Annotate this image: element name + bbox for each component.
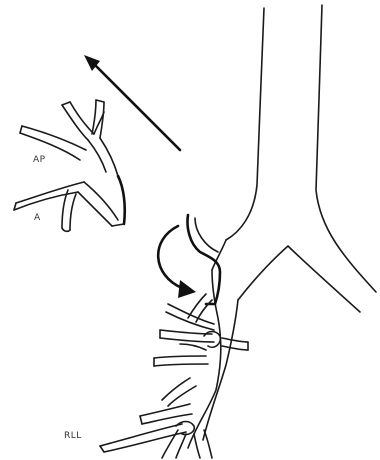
- label-rll: RLL: [64, 431, 82, 441]
- excised-bronchial-tree: [14, 100, 125, 231]
- segmental-branches: [100, 294, 248, 458]
- carina-left-bronchus: [238, 246, 360, 312]
- bronchus-intermedius: [188, 270, 238, 448]
- label-a: A: [34, 213, 41, 223]
- label-ap: AP: [33, 155, 46, 165]
- trachea-outline: [212, 5, 376, 292]
- straight-arrow: [84, 55, 180, 150]
